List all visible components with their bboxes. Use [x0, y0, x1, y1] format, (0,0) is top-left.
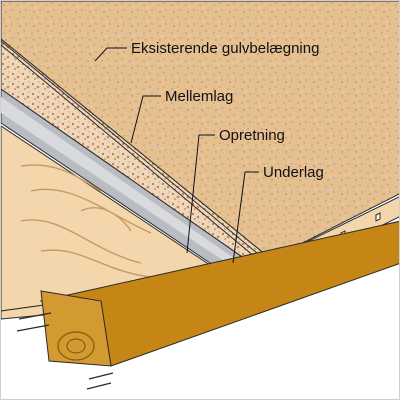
cut-off-marks — [16, 312, 114, 390]
label-underlag: Underlag — [263, 164, 324, 181]
callout-leader-mellemlag — [130, 95, 161, 144]
label-mellemlag: Mellemlag — [165, 88, 233, 105]
wood-grain-lines — [20, 164, 152, 278]
floor-beam-end — [40, 290, 112, 367]
gulvbelaegning-layer — [1, 1, 399, 260]
opretning-highlight — [1, 97, 241, 269]
label-eksisterende-gulvbelaegning: Eksisterende gulvbelægning — [131, 40, 319, 57]
beam-end-growth-rings — [57, 331, 95, 361]
label-opretning: Opretning — [219, 127, 285, 144]
callout-leader-underlag — [232, 171, 259, 264]
beam-end-growth-rings-inner — [66, 338, 86, 354]
callout-leader-gulvbelaegning — [94, 47, 127, 62]
callout-leader-opretning — [186, 134, 215, 254]
